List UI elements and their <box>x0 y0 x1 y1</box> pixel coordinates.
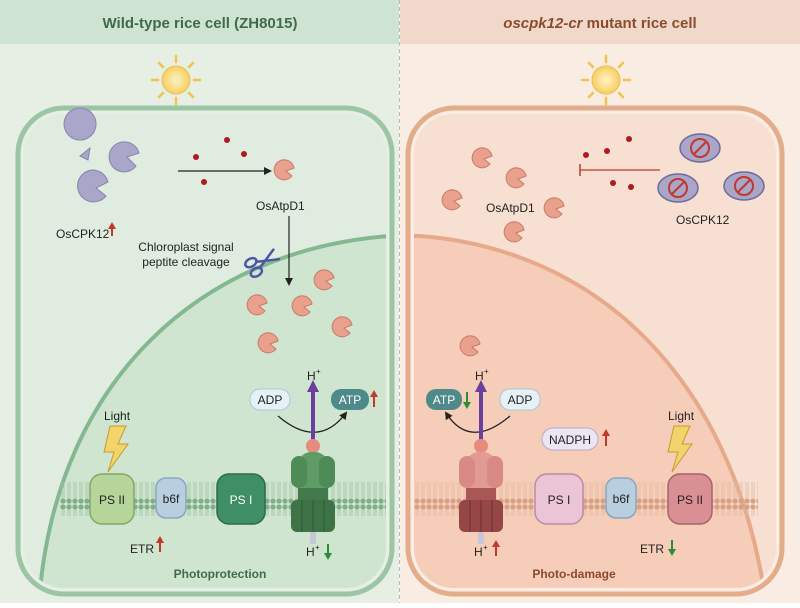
right-oscpk12-label: OsCPK12 <box>676 213 730 227</box>
left-chloroplast-osatpd1 <box>246 269 353 354</box>
left-psi-label: PS I <box>230 493 253 507</box>
right-adp-pill <box>499 388 541 411</box>
right-h-bottom: H <box>474 545 483 559</box>
svg-text:+: + <box>483 543 488 552</box>
right-atp-synthesis-arrow <box>444 411 511 433</box>
right-atp-pill <box>426 389 462 410</box>
svg-text:+: + <box>315 543 320 552</box>
left-psii-label: PS II <box>99 493 125 507</box>
right-atp-synthase <box>459 439 503 544</box>
right-adp-label: ADP <box>508 393 533 407</box>
right-light-label: Light <box>668 409 695 423</box>
right-nadph-pill <box>541 427 599 451</box>
right-psi <box>534 473 584 525</box>
left-header <box>0 0 399 44</box>
right-b6f-label: b6f <box>613 492 630 506</box>
oscpk12-proteins <box>63 107 140 203</box>
left-cell-wall <box>15 105 395 597</box>
right-atp-label: ATP <box>433 393 455 407</box>
right-osatpd1-proteins <box>441 147 565 357</box>
right-title-rest: mutant rice cell <box>583 15 697 32</box>
sun-icon <box>580 54 632 106</box>
left-adp-pill <box>249 388 291 411</box>
right-nadph-label: NADPH <box>549 433 591 447</box>
left-atp-pill <box>331 389 369 410</box>
right-header <box>400 0 800 44</box>
left-outcome-label: Photoprotection <box>174 567 267 581</box>
scissors-icon <box>244 248 281 279</box>
svg-text:+: + <box>484 367 489 376</box>
sun-icon <box>150 54 202 106</box>
right-psi-label: PS I <box>548 493 571 507</box>
left-cleavage-label-2: peptite cleavage <box>142 255 230 269</box>
left-b6f <box>155 477 187 519</box>
right-panel: oscpk12-cr mutant rice cell <box>400 0 800 603</box>
right-cell-wall <box>405 105 785 597</box>
left-adp-label: ADP <box>258 393 283 407</box>
left-title: Wild-type rice cell (ZH8015) <box>103 15 298 32</box>
right-osatpd1-label: OsAtpD1 <box>486 201 535 215</box>
left-etr-label: ETR <box>130 542 154 556</box>
left-panel: Wild-type rice cell (ZH8015) OsCPK12 <box>0 0 399 603</box>
right-etr-label: ETR <box>640 542 664 556</box>
left-lightning-icon <box>103 425 129 473</box>
right-h-top: H <box>475 369 484 383</box>
right-signal-dots <box>583 136 634 190</box>
right-lightning-icon <box>667 425 693 473</box>
left-atp-synthase <box>291 439 335 544</box>
left-oscpk12-label: OsCPK12 <box>56 227 110 241</box>
left-light-label: Light <box>104 409 131 423</box>
right-psii-label: PS II <box>677 493 703 507</box>
right-title: oscpk12-cr mutant rice cell <box>503 15 696 32</box>
left-psii <box>89 473 135 525</box>
right-b6f <box>605 477 637 519</box>
left-psi <box>216 473 266 525</box>
right-outcome-label: Photo-damage <box>532 567 616 581</box>
left-h-bottom: H <box>306 545 315 559</box>
left-h-top: H <box>307 369 316 383</box>
left-signal-dots <box>193 137 247 185</box>
left-b6f-label: b6f <box>163 492 180 506</box>
right-title-italic: oscpk12-cr <box>503 15 583 32</box>
svg-text:+: + <box>316 367 321 376</box>
right-oscpk12-proteins <box>657 133 765 203</box>
left-osatpd1-protein <box>273 159 295 181</box>
left-osatpd1-label: OsAtpD1 <box>256 199 305 213</box>
left-cleavage-label-1: Chloroplast signal <box>138 240 233 254</box>
right-psii <box>667 473 713 525</box>
left-atp-label: ATP <box>339 393 361 407</box>
